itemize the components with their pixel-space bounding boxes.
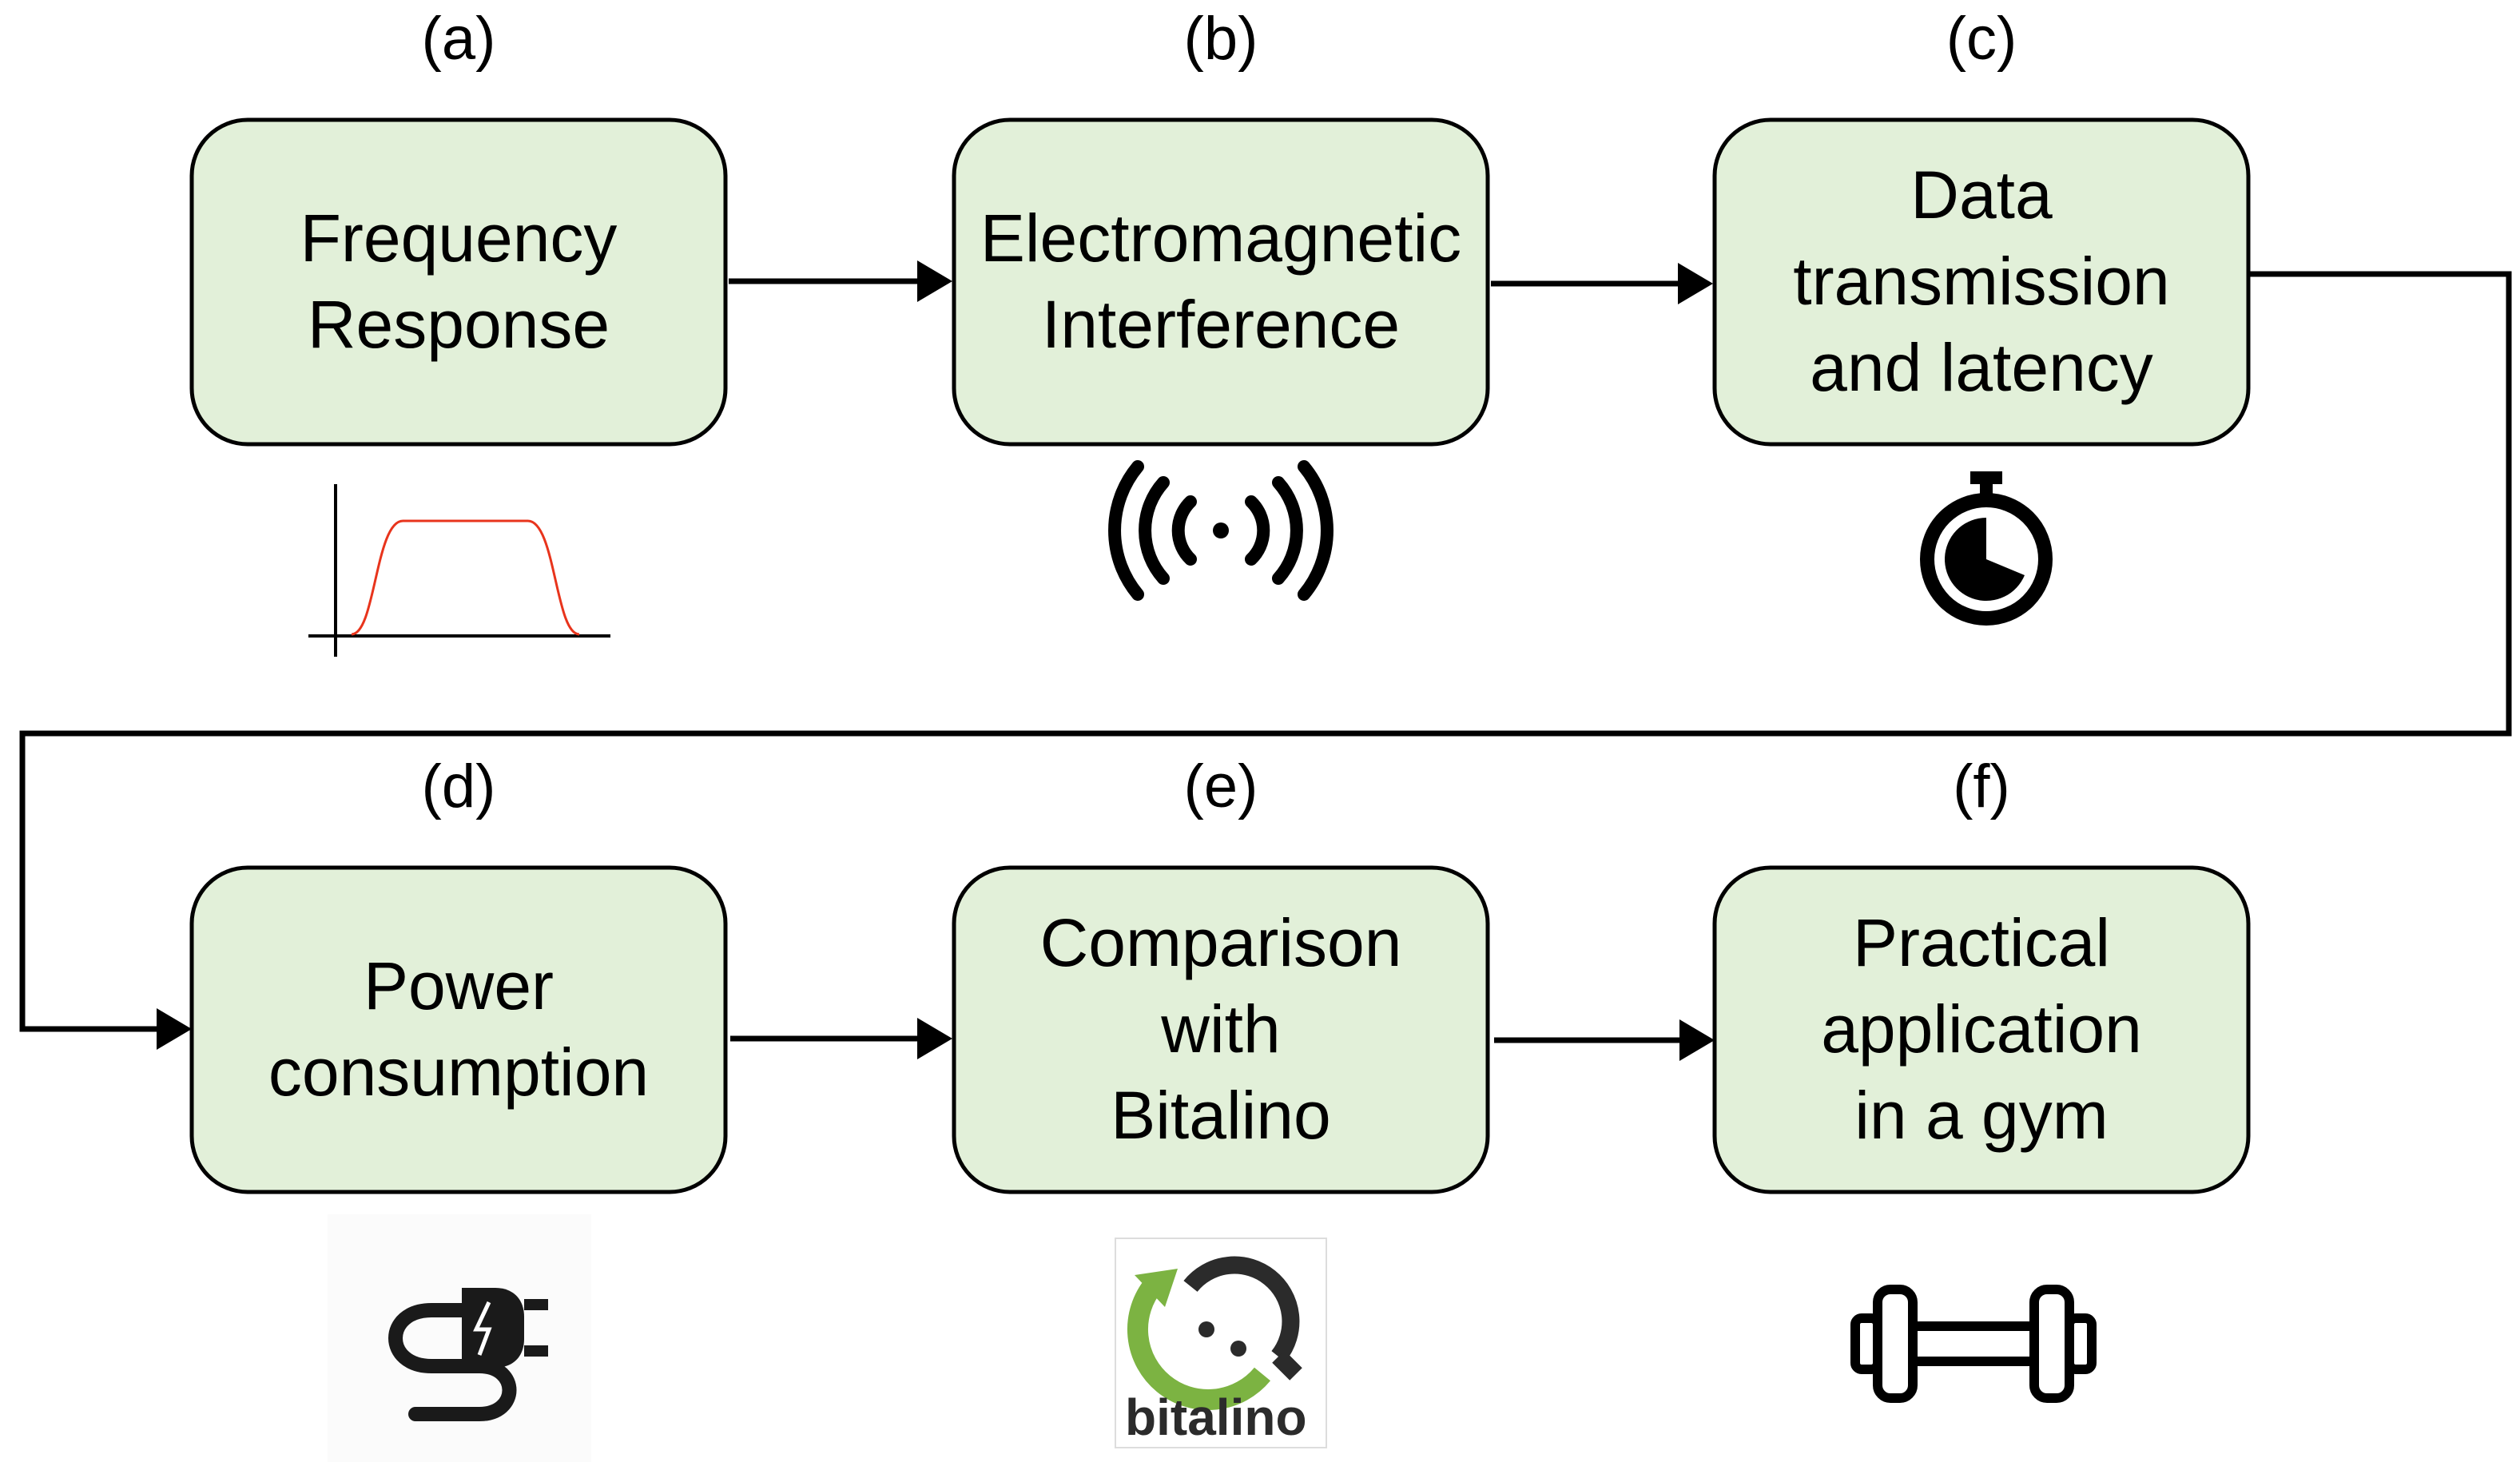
step-label-line: in a gym: [1854, 1078, 2108, 1153]
step-label-line: Electromagnetic: [980, 201, 1461, 276]
step-box-d: [189, 865, 728, 1194]
step-letter-a: (a): [422, 5, 496, 73]
connectors: [19, 260, 2512, 1061]
step-label-line: application: [1821, 991, 2142, 1067]
step-label-line: and latency: [1810, 330, 2153, 405]
step-label-line: Frequency: [300, 201, 618, 276]
step-letter-f: (f): [1953, 753, 2010, 820]
step-letter-b: (b): [1184, 5, 1258, 73]
bitalino-logo: bitalino: [1115, 1238, 1327, 1448]
step-label-line: Interference: [1042, 287, 1400, 362]
step-label-line: Power: [364, 948, 554, 1023]
step-letter-e: (e): [1184, 753, 1258, 820]
step-label-line: consumption: [268, 1035, 649, 1110]
power-plug-icon: [328, 1214, 591, 1462]
step-label-line: transmission: [1793, 244, 2169, 319]
step-boxes: [189, 117, 2251, 1194]
bitalino-wordmark: bitalino: [1125, 1389, 1307, 1446]
step-letter-c: (c): [1946, 5, 2017, 73]
step-letters: (a) (b) (c) (d) (e) (f): [422, 5, 2017, 820]
step-box-a: [189, 117, 728, 447]
wireless-signal-icon: [1108, 460, 1334, 601]
step-label-line: with: [1160, 991, 1280, 1067]
step-label-line: Practical: [1853, 905, 2110, 980]
step-label-line: Bitalino: [1111, 1078, 1331, 1153]
step-box-c: [1712, 117, 2251, 447]
step-box-e: [952, 865, 1490, 1194]
step-label-line: Data: [1910, 157, 2053, 232]
step-label-line: Comparison: [1040, 905, 1402, 980]
step-letter-d: (d): [422, 753, 496, 820]
stopwatch-icon: [1920, 471, 2053, 626]
frequency-response-plot-icon: [308, 484, 610, 657]
step-label-line: Response: [308, 287, 610, 362]
dumbbell-icon: [1850, 1285, 2097, 1403]
step-box-b: [952, 117, 1490, 447]
arrow-c-to-d: [19, 271, 2512, 1032]
step-box-f: [1712, 865, 2251, 1194]
